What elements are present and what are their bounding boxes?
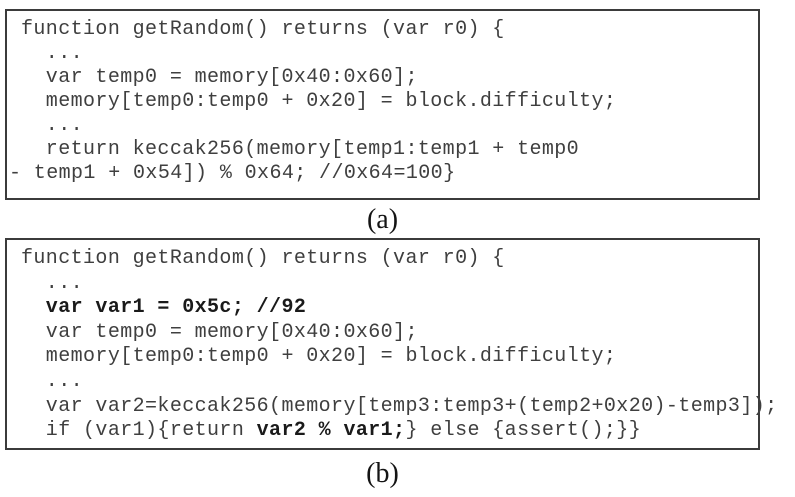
code-segment: memory[temp0:temp0 + 0x20] = block.diffi…: [21, 90, 617, 113]
code-line: var temp0 = memory[0x40:0x60];: [21, 66, 758, 90]
code-line: var var1 = 0x5c; //92: [21, 296, 758, 321]
code-line: memory[temp0:temp0 + 0x20] = block.diffi…: [21, 90, 758, 114]
code-segment: ...: [21, 42, 84, 65]
code-line: ...: [21, 370, 758, 395]
code-panel-b: function getRandom() returns (var r0) { …: [5, 238, 777, 450]
code-line: memory[temp0:temp0 + 0x20] = block.diffi…: [21, 345, 758, 370]
code-segment: var temp0 = memory[0x40:0x60];: [21, 66, 418, 89]
code-segment: function getRandom() returns (var r0) {: [21, 247, 505, 270]
code-line: return keccak256(memory[temp1:temp1 + te…: [21, 138, 758, 162]
caption-a: (a): [366, 204, 399, 235]
code-segment-bold: var var1 = 0x5c; //92: [21, 296, 307, 320]
code-listing-b: function getRandom() returns (var r0) { …: [7, 240, 777, 444]
code-line: ...: [21, 272, 758, 297]
code-line: - temp1 + 0x54]) % 0x64; //0x64=100}: [9, 162, 758, 186]
code-segment: ...: [21, 271, 84, 295]
code-line: if (var1){return var2 % var1;} else {ass…: [21, 419, 758, 444]
code-panel-a: function getRandom() returns (var r0) { …: [5, 9, 760, 200]
code-line: var var2=keccak256(memory[temp3:temp3+(t…: [21, 395, 777, 420]
code-segment: - temp1 + 0x54]) % 0x64; //0x64=100}: [9, 162, 456, 185]
caption-b: (b): [366, 458, 399, 489]
code-segment: memory[temp0:temp0 + 0x20] = block.diffi…: [21, 345, 617, 369]
code-line: ...: [21, 114, 758, 138]
code-segment: var var2=keccak256(memory[temp3:temp3+(t…: [21, 394, 778, 418]
code-line: ...: [21, 42, 758, 66]
code-line: function getRandom() returns (var r0) {: [21, 247, 758, 272]
code-segment-bold: var2 % var1;: [256, 419, 406, 443]
code-segment: return keccak256(memory[temp1:temp1 + te…: [21, 138, 580, 161]
code-segment: ...: [21, 369, 84, 393]
code-segment: function getRandom() returns (var r0) {: [21, 18, 505, 41]
code-line: function getRandom() returns (var r0) {: [21, 18, 758, 42]
code-segment: var temp0 = memory[0x40:0x60];: [21, 320, 418, 344]
code-line: var temp0 = memory[0x40:0x60];: [21, 321, 758, 346]
code-segment: } else {assert();}}: [405, 419, 642, 443]
code-listing-a: function getRandom() returns (var r0) { …: [7, 11, 758, 186]
code-segment: ...: [21, 114, 84, 137]
code-segment: if (var1){return: [21, 419, 257, 443]
